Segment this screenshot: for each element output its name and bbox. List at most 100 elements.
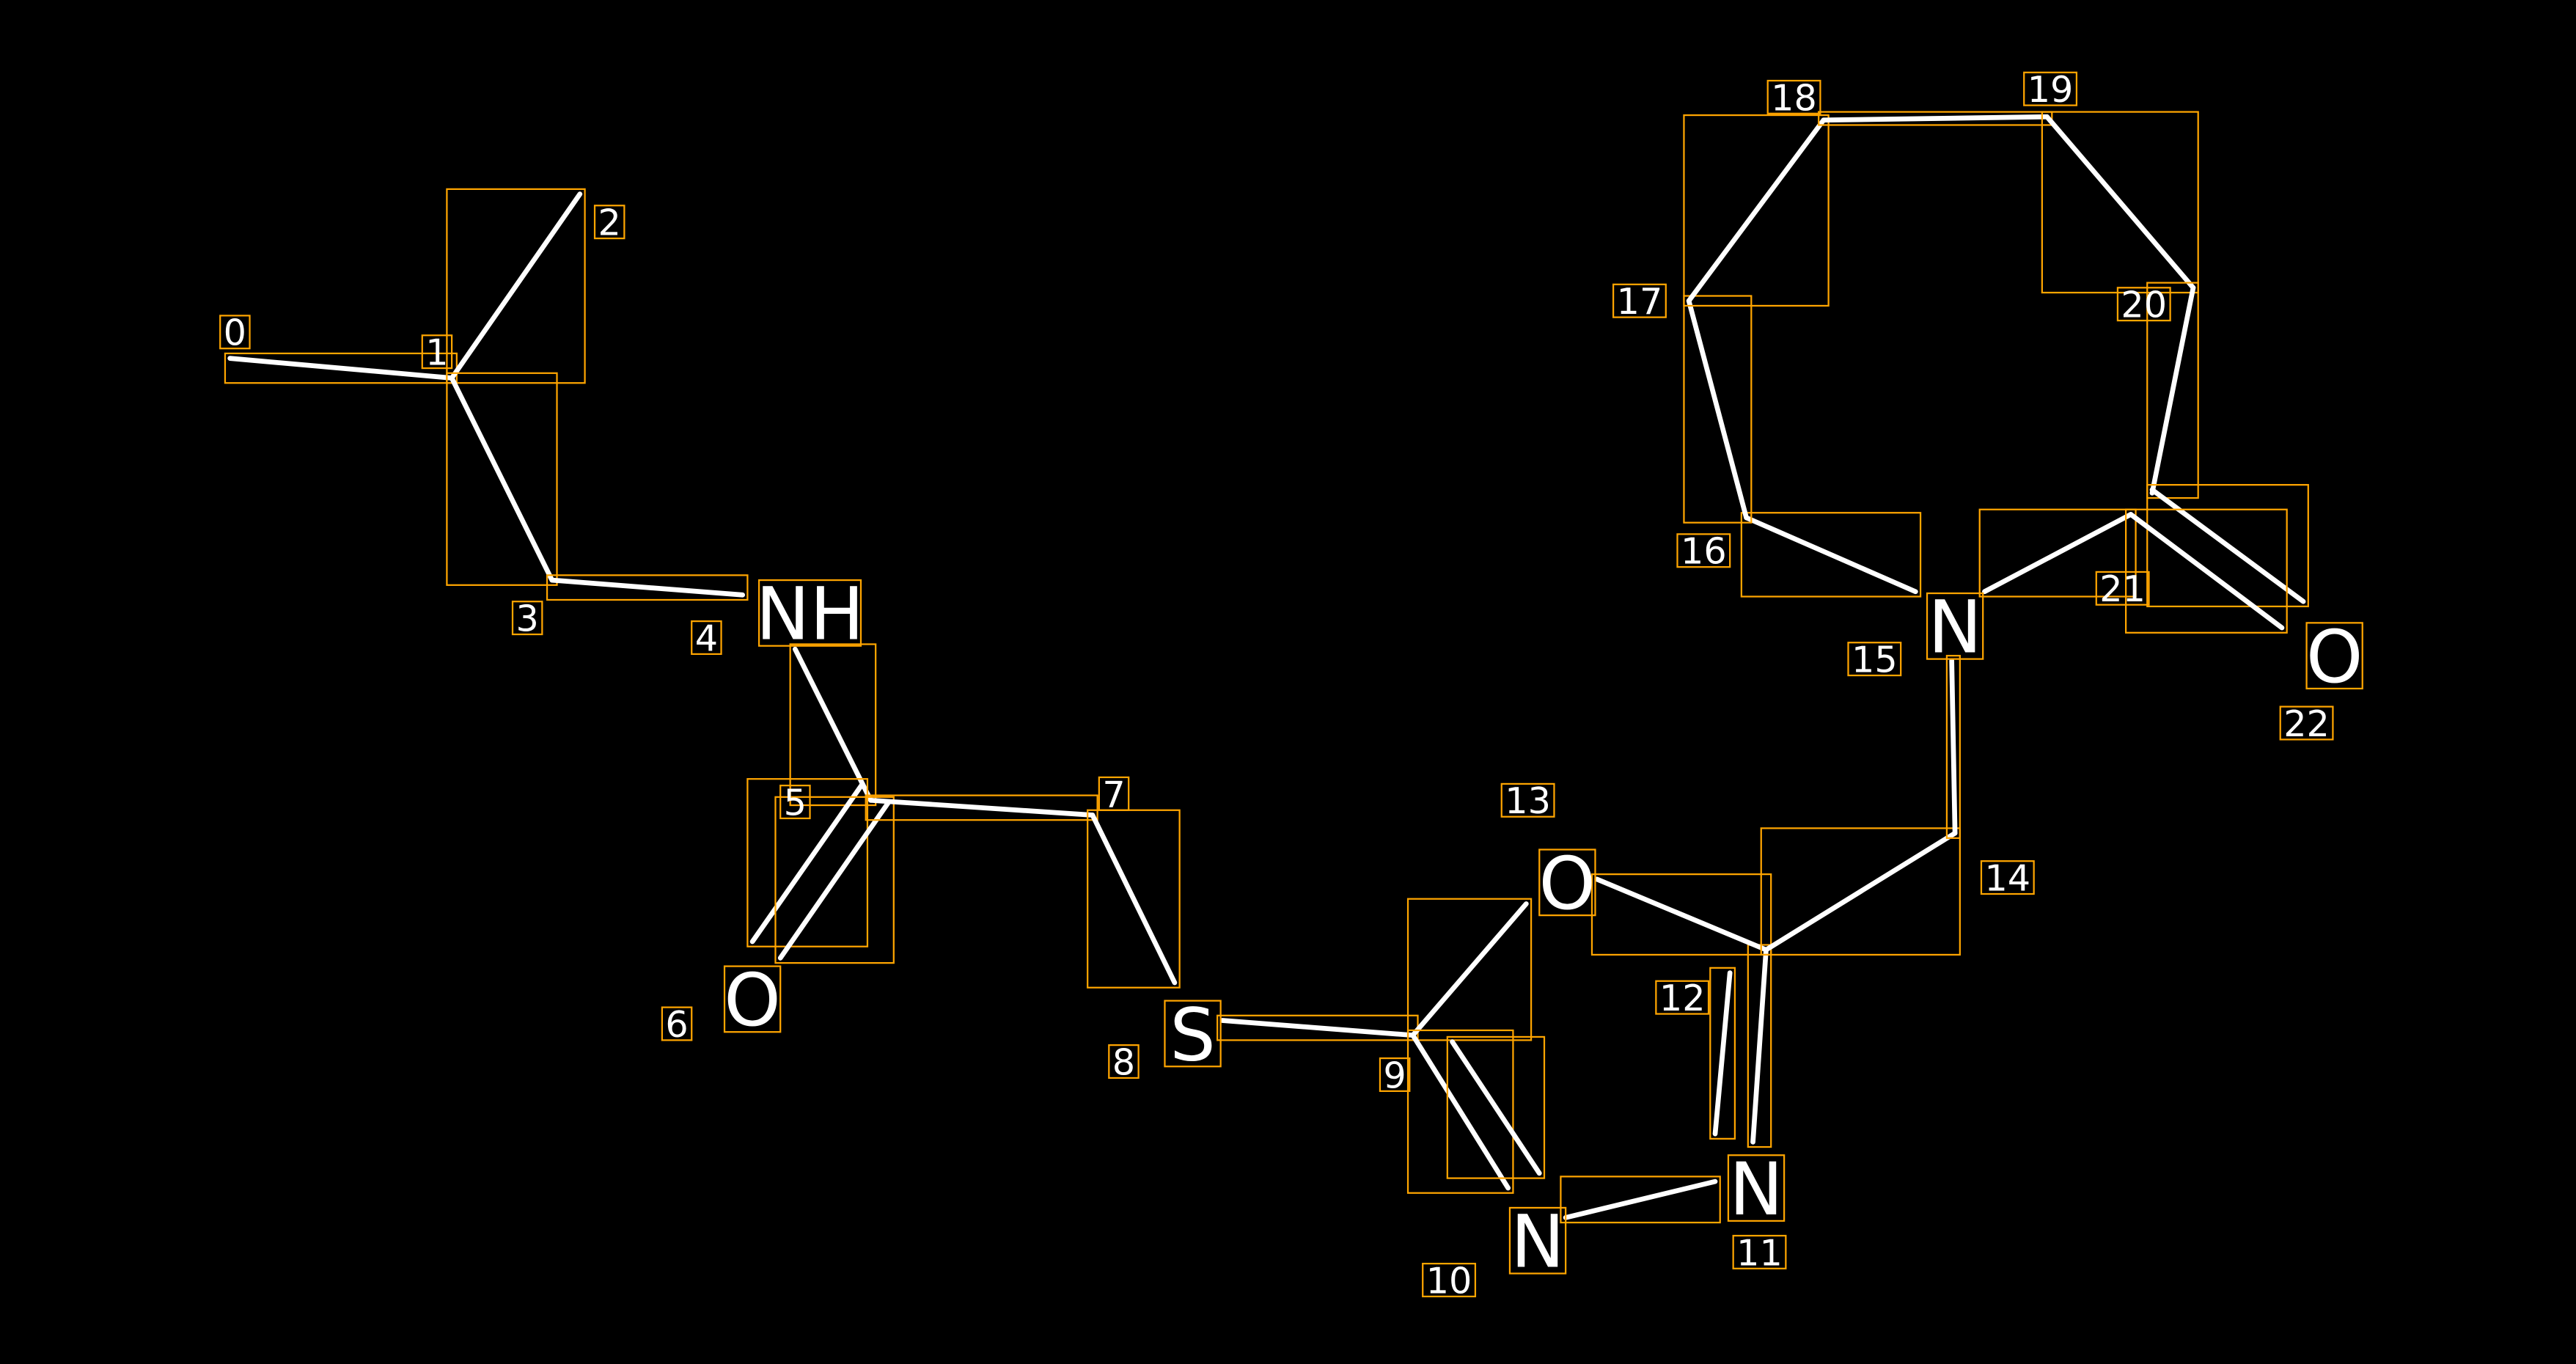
bond-box — [865, 794, 1098, 821]
bond-line — [449, 375, 555, 583]
atom-index-label: 8 — [1112, 1041, 1135, 1083]
atom-index-box — [219, 315, 251, 350]
bond-box — [1760, 827, 1961, 956]
atom-index-label: 3 — [515, 598, 538, 640]
bond-line — [2149, 285, 2196, 496]
atom-index-label: 10 — [1426, 1259, 1472, 1302]
atom-index-label: 2 — [598, 202, 621, 244]
atom-index-box — [1379, 1057, 1411, 1092]
atom-symbol-box — [2305, 622, 2363, 690]
bond-line — [777, 799, 892, 961]
bond-line — [2044, 114, 2196, 290]
bond-line — [1410, 901, 1529, 1038]
bond-line — [1090, 813, 1178, 986]
bond-box — [774, 796, 895, 964]
atom-index-box — [2095, 571, 2150, 606]
atom-index-box — [593, 205, 625, 240]
atom-index-box — [2279, 705, 2334, 741]
atom-index-label: 21 — [2099, 568, 2146, 610]
bond-line — [1563, 1178, 1718, 1220]
atom-index-box — [1612, 283, 1667, 318]
bond-box — [1087, 809, 1181, 989]
bond-box — [2041, 111, 2199, 294]
atom-symbol: O — [1539, 843, 1596, 926]
atom-index-label: 15 — [1852, 639, 1898, 681]
bond-line — [749, 781, 865, 945]
bond-line — [1744, 515, 1918, 595]
atom-index-box — [511, 601, 543, 636]
bond-box — [1709, 967, 1736, 1140]
bond-box — [1740, 512, 1922, 598]
atom-index-box — [1847, 642, 1902, 677]
bond-box — [746, 778, 869, 947]
atom-symbol: N — [1928, 587, 1982, 670]
bond-box — [1683, 295, 1753, 524]
bond-line — [227, 356, 455, 381]
atom-index-box — [2116, 287, 2171, 322]
bond-line — [2128, 512, 2285, 631]
atom-index-label: 7 — [1102, 773, 1125, 815]
atom-index-box — [1108, 1044, 1140, 1079]
bond-box — [1683, 114, 1830, 307]
atom-symbol: N — [1511, 1201, 1565, 1285]
atom-index-box — [1500, 782, 1555, 818]
bond-box — [1945, 655, 1961, 839]
bond-line — [1982, 512, 2134, 595]
atom-index-label: 1 — [425, 331, 448, 374]
bond-box — [1406, 898, 1533, 1041]
bond-line — [449, 191, 583, 381]
bond-line — [1750, 947, 1769, 1145]
bond-line — [793, 646, 873, 803]
atom-index-label: 5 — [784, 781, 807, 824]
bond-box — [2146, 282, 2199, 499]
atom-index-label: 0 — [224, 312, 246, 354]
bond-line — [1410, 1033, 1511, 1191]
atom-index-label: 22 — [2283, 703, 2330, 745]
bond-box — [789, 643, 877, 807]
atom-symbol-box — [1164, 1000, 1222, 1068]
bond-box — [1446, 1035, 1546, 1179]
atom-symbol: N — [1729, 1148, 1783, 1232]
atom-symbol-box — [723, 965, 782, 1033]
atom-index-box — [2023, 71, 2078, 106]
bond-line — [1450, 1039, 1542, 1176]
atom-index-box — [661, 1006, 693, 1041]
atom-index-label: 6 — [665, 1003, 688, 1046]
atom-symbol: S — [1170, 994, 1216, 1077]
atom-index-label: 12 — [1659, 977, 1706, 1019]
atom-index-label: 16 — [1681, 530, 1727, 573]
atom-index-label: 17 — [1617, 280, 1663, 323]
bonds-layer — [224, 111, 2309, 1224]
bond-line — [1594, 876, 1769, 953]
atom-index-label: 13 — [1505, 780, 1551, 822]
atom-index-label: 18 — [1771, 76, 1817, 119]
bond-line — [1949, 658, 1958, 836]
bond-line — [1712, 970, 1733, 1137]
atom-symbol: O — [2306, 616, 2363, 700]
atom-index-box — [1980, 860, 2035, 895]
atom-index-box — [691, 620, 722, 656]
bond-line — [1686, 298, 1749, 521]
atom-index-label: 11 — [1736, 1231, 1783, 1274]
atom-index-label: 19 — [2028, 68, 2074, 111]
bond-box — [546, 574, 749, 601]
bond-line — [549, 577, 746, 598]
atom-index-label: 4 — [695, 617, 718, 659]
bond-box — [1978, 508, 2137, 598]
bond-box — [1560, 1176, 1721, 1224]
atom-symbol-box — [1538, 848, 1596, 917]
atom-index-box — [1098, 776, 1130, 811]
atom-symbol-box — [1926, 592, 1984, 660]
atom-symbol: NH — [756, 573, 865, 657]
atom-index-label: 20 — [2121, 284, 2167, 326]
atom-index-box — [1766, 79, 1821, 114]
bond-box — [446, 188, 586, 384]
atom-index-label: 9 — [1383, 1054, 1406, 1096]
atom-index-box — [1732, 1234, 1787, 1269]
bond-box — [2146, 484, 2309, 608]
atom-index-box — [1422, 1262, 1477, 1298]
bond-line — [1686, 117, 1827, 304]
atom-symbol-box — [1727, 1154, 1786, 1222]
bond-line — [1821, 114, 2050, 123]
